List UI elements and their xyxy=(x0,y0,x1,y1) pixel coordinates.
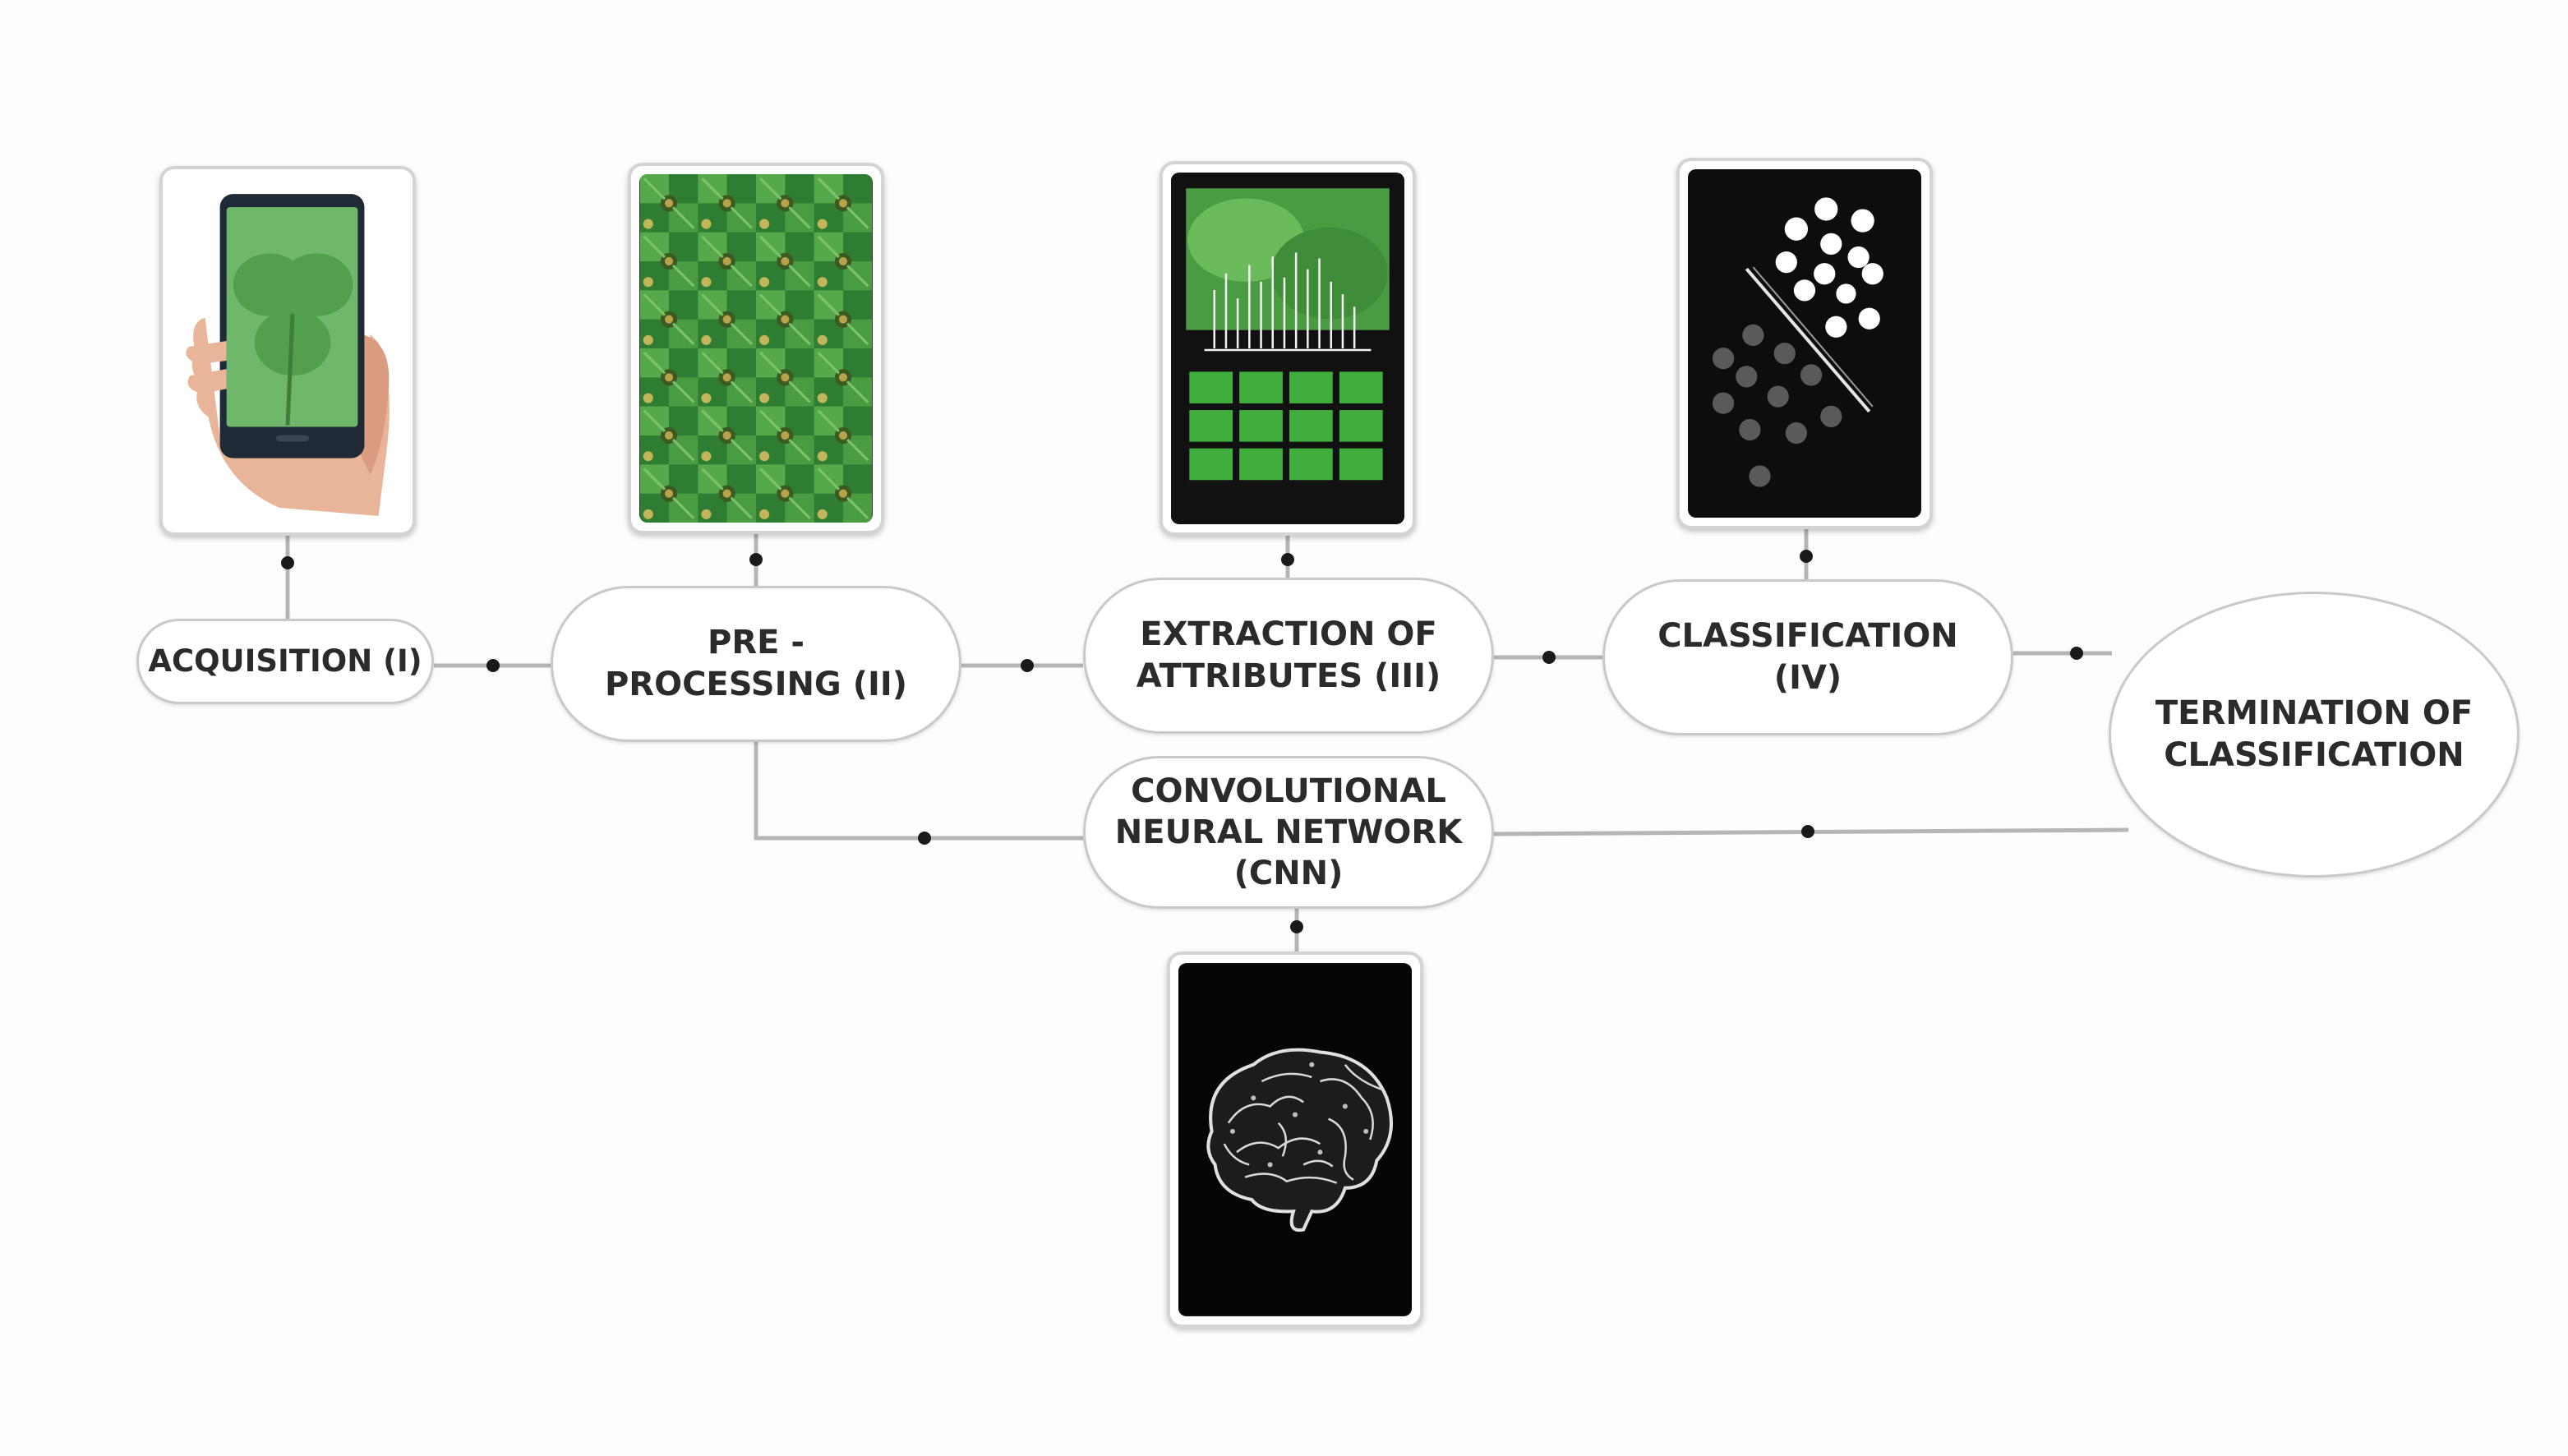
phone-in-hand-icon xyxy=(171,177,404,524)
junction-dot xyxy=(749,553,763,566)
acquisition-step: ACQUISITION (I) xyxy=(136,619,434,704)
classification-step: CLASSIFICATION (IV) xyxy=(1602,579,2013,735)
leaf-mosaic-icon xyxy=(639,174,873,523)
cnn-device xyxy=(1167,951,1423,1328)
classification-device xyxy=(1676,158,1933,529)
acquisition-label: ACQUISITION (I) xyxy=(148,643,422,680)
junction-dot xyxy=(1801,825,1814,838)
cnn-step: CONVOLUTIONAL NEURAL NETWORK (CNN) xyxy=(1083,756,1494,909)
cnn-label: CONVOLUTIONAL NEURAL NETWORK (CNN) xyxy=(1114,772,1463,892)
termination-step: TERMINATION OF CLASSIFICATION xyxy=(2109,592,2520,878)
termination-label: TERMINATION OF CLASSIFICATION xyxy=(2155,693,2473,774)
junction-dot xyxy=(2070,647,2083,660)
preprocessing-step: PRE - PROCESSING (II) xyxy=(551,586,961,742)
extraction-device xyxy=(1160,161,1416,536)
junction-dot xyxy=(281,556,294,569)
classification-label: CLASSIFICATION (IV) xyxy=(1657,616,1958,697)
junction-dot xyxy=(486,659,500,672)
connector-preprocessing-cnn xyxy=(754,742,1083,841)
junction-dot xyxy=(1281,553,1294,566)
extraction-step: EXTRACTION OF ATTRIBUTES (III) xyxy=(1083,578,1494,734)
junction-dot xyxy=(918,832,931,845)
leaf-histogram-icon xyxy=(1171,173,1404,524)
junction-dot xyxy=(1800,550,1813,563)
junction-dot xyxy=(1021,659,1034,672)
scatter-icon xyxy=(1688,169,1921,518)
brain-icon xyxy=(1178,963,1412,1316)
acquisition-device xyxy=(159,166,416,536)
junction-dot xyxy=(1542,651,1556,664)
preprocessing-device xyxy=(628,163,884,534)
extraction-label: EXTRACTION OF ATTRIBUTES (III) xyxy=(1136,615,1441,695)
junction-dot xyxy=(1290,920,1303,933)
preprocessing-label: PRE - PROCESSING (II) xyxy=(604,623,908,703)
